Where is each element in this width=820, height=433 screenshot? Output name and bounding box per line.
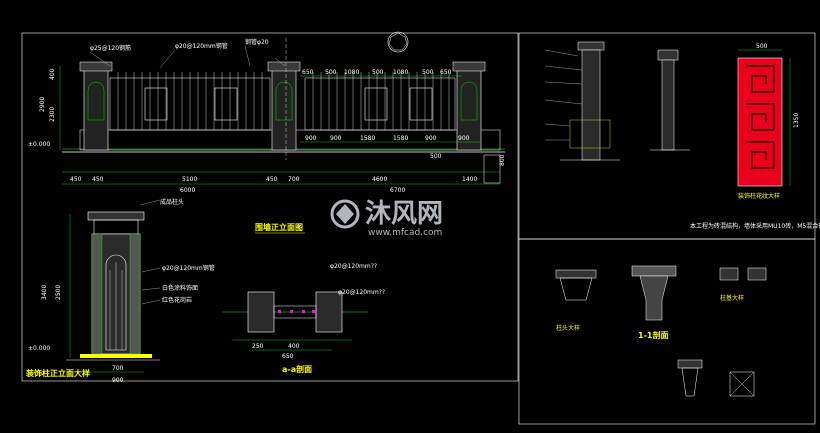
pillar-detail (66, 199, 161, 373)
pillar-annot-4: 红色花岗岩 (162, 296, 192, 304)
dim-top-1: 650 (302, 69, 314, 76)
dim-b2-1: 6000 (180, 187, 195, 194)
dim-left-3: 2300 (49, 107, 56, 122)
dim-top-3: 1080 (344, 69, 359, 76)
dim-mid-6: 900 (458, 135, 470, 142)
dim-b1-3: 5100 (182, 176, 197, 183)
dim-b1-4: 450 (266, 176, 278, 183)
pillar-dim-3: 700 (112, 365, 124, 372)
dim-mid-5: 900 (425, 135, 437, 142)
title-section-a: a-a剖面 (282, 364, 312, 374)
level-left: ±0.000 (28, 141, 50, 148)
fence-elevation (59, 31, 505, 185)
dim-mid-2: 900 (330, 135, 342, 142)
title-base: 柱基大样 (720, 294, 744, 302)
dim-left-1: 400 (49, 68, 56, 80)
dim-b1-1: 450 (70, 176, 82, 183)
section-dim-3: 650 (282, 353, 294, 360)
title-pillar-detail: 装饰柱正立面大样 (25, 368, 90, 378)
dim-b1-6: 4600 (372, 176, 387, 183)
dim-b2-2: 6700 (390, 187, 405, 194)
section-annot-2: φ20@120mm?? (338, 289, 385, 296)
dim-b1-5: 700 (288, 176, 300, 183)
dim-right-1: 800 (499, 154, 506, 166)
title-cap: 柱头大样 (556, 324, 580, 332)
title-pattern: 装饰柱花纹大样 (738, 192, 780, 200)
pillar-annot-1: 成品柱头 (160, 198, 184, 206)
pillar-dim-4: 900 (112, 377, 124, 384)
dim-top-7: 650 (440, 69, 452, 76)
dim-mid-3: 1580 (360, 135, 375, 142)
main-frame (21, 32, 519, 382)
watermark-brand: 沐风网 (365, 199, 443, 229)
watermark (330, 199, 360, 229)
dim-mid-1: 900 (305, 135, 317, 142)
annot-2: φ20@120mm钢管 (175, 42, 228, 50)
dim-b1-7: 1400 (462, 176, 477, 183)
right-bottom-details (555, 265, 767, 397)
annot-1: φ25@120钢筋 (90, 44, 131, 52)
pattern-width: 500 (756, 43, 768, 50)
watermark-url: www.mfcad.com (368, 228, 442, 238)
dim-left-2: 2900 (39, 97, 46, 112)
pillar-dim-1: 2500 (55, 285, 62, 300)
annot-3: 钢管φ20 (245, 38, 269, 46)
right-bottom-frame (518, 238, 816, 425)
design-note: 本工程为砖混结构，墙体采用MU10砖，M5混合砂浆砌筑 (690, 222, 820, 230)
dim-top-4: 500 (372, 69, 384, 76)
pillar-annot-2: φ20@120mm钢管 (162, 264, 215, 272)
dim-mid-4: 1580 (393, 135, 408, 142)
section-dim-1: 250 (252, 343, 264, 350)
dim-top-2: 500 (325, 69, 337, 76)
pillar-dim-2: 3400 (41, 285, 48, 300)
pattern-height: 1350 (793, 113, 800, 128)
title-section-1: 1-1剖面 (638, 330, 668, 340)
title-elevation: 围墙正立面图 (255, 222, 303, 232)
section-dim-2: 400 (288, 343, 300, 350)
dim-top-5: 1080 (393, 69, 408, 76)
dim-right-2: 500 (430, 153, 442, 160)
section-annot-1: φ20@120mm?? (330, 263, 377, 270)
dim-b1-2: 450 (92, 176, 104, 183)
pillar-annot-3: 白色涂料饰面 (162, 284, 198, 292)
right-top-details (544, 41, 791, 187)
pillar-level: ±0.000 (28, 345, 50, 352)
dim-top-6: 500 (422, 69, 434, 76)
section-a (222, 291, 368, 351)
